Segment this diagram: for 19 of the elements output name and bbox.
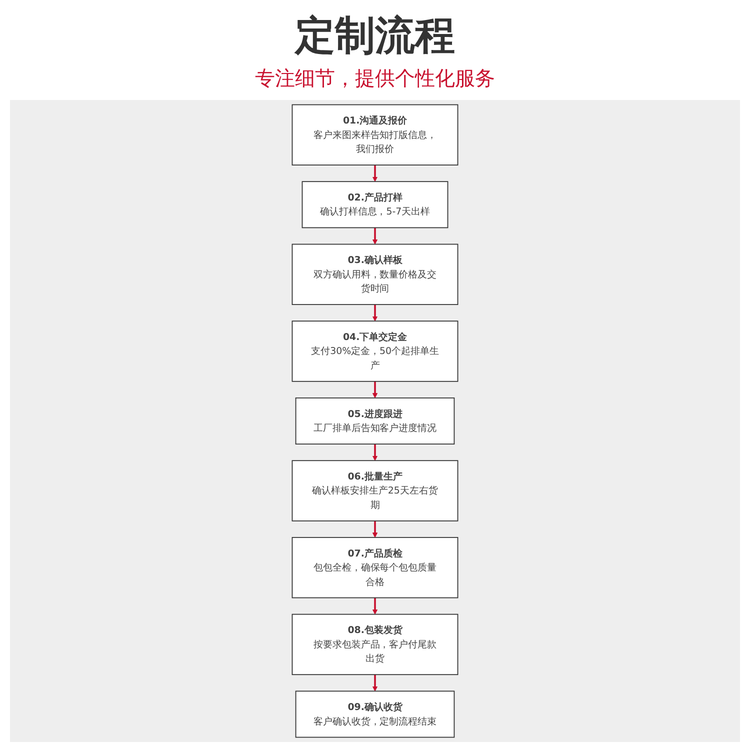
node-box: 01.沟通及报价 客户来图来样告知打版信息，我们报价 [292,104,458,166]
arrow [372,381,378,398]
node-box: 06.批量生产 确认样板安排生产25天左右货期 [292,460,458,522]
arrow [372,304,378,322]
node-box: 08.包装发货 按要求包装产品，客户付尾款出货 [292,614,458,676]
node-box: 03.确认样板 双方确认用料，数量价格及交货时间 [292,244,458,305]
arrow [372,228,378,244]
node-box: 05.进度跟进 工厂排单后告知客户进度情况 [295,398,455,444]
title: 定制流程 [293,12,456,61]
arrow [372,444,378,461]
arrow [372,598,378,615]
arrow [372,165,378,182]
node-box: 02.产品打样 确认打样信息，5-7天出样 [302,181,448,228]
node-box: 04.下单交定金 支付30%定金，50个起排单生产 [292,320,458,382]
node-box: 09.确认收货 客户确认收货，定制流程结束 [295,690,455,738]
subtitle: 专注细节，提供个性化服务 [254,65,496,92]
arrow [372,520,378,538]
arrow [372,674,378,692]
node-box: 07.产品质检 包包全检，确保每个包包质量合格 [292,537,458,598]
